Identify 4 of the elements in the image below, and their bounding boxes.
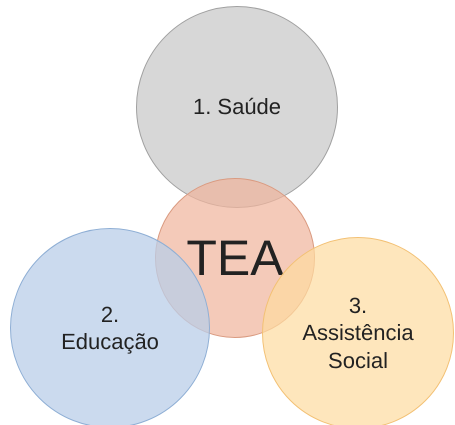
circle-label: 2. Educação [60,300,160,356]
circle-label: 1. Saúde [192,93,282,121]
circle-label: 3. Assistência Social [301,292,415,374]
circle-label: TEA [186,228,284,288]
